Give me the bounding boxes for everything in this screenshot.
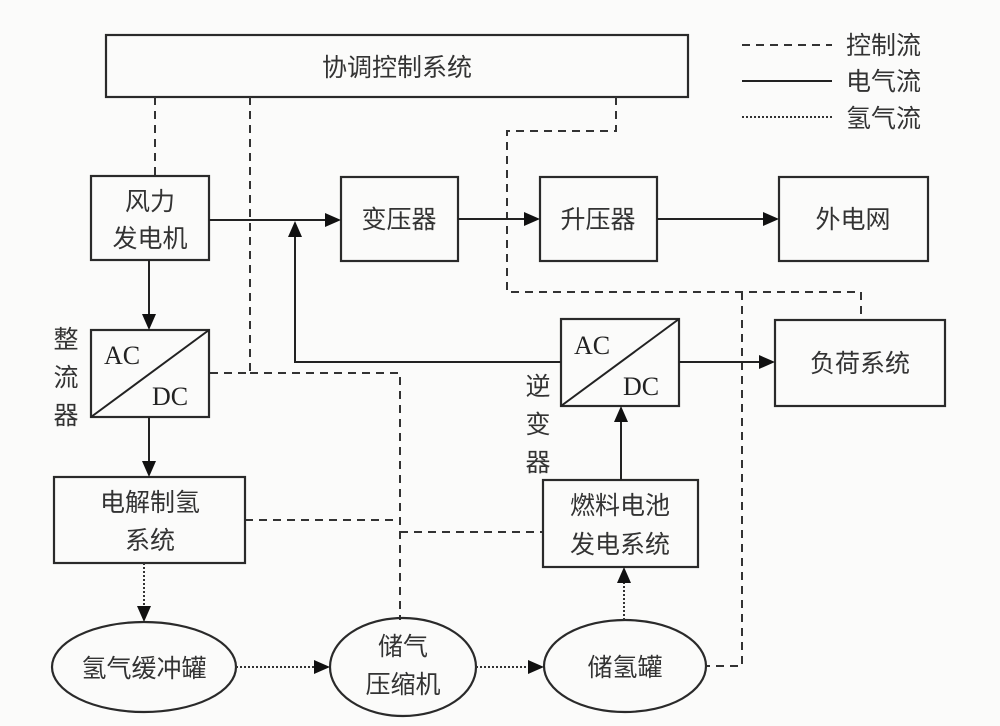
ctrl-line-storage <box>707 292 743 667</box>
arrow-head <box>137 606 151 622</box>
ctrl-line-compressor <box>250 372 401 620</box>
control-system-box <box>104 33 690 99</box>
electrolysis-label-2: 系统 <box>125 526 175 555</box>
ctrl-line-load <box>506 97 862 320</box>
legend-hydrogen-label: 氢气流 <box>846 104 921 133</box>
booster-label: 升压器 <box>560 205 635 234</box>
legend-control-label: 控制流 <box>846 31 921 60</box>
compressor-label-2: 压缩机 <box>365 670 440 699</box>
rectifier-dc-label: DC <box>152 382 188 411</box>
rectifier-side-label-2: 流 <box>53 363 78 392</box>
inverter-side-label-1: 逆 <box>525 372 550 401</box>
elec-inverter-to-transformer <box>294 234 561 363</box>
rectifier-diagonal <box>90 329 210 418</box>
fuel-cell-label-1: 燃料电池 <box>570 491 670 520</box>
storage-tank-label: 储氢罐 <box>587 653 662 682</box>
external-grid-label: 外电网 <box>815 205 890 234</box>
inverter-ac-label: AC <box>574 331 610 360</box>
ctrl-line-rectifier <box>209 97 251 374</box>
fuel-cell-label-2: 发电系统 <box>570 530 670 559</box>
compressor-label-1: 储气 <box>378 632 428 661</box>
arrow-head <box>142 314 156 330</box>
arrow-head <box>314 660 330 674</box>
arrow-head <box>288 221 302 237</box>
electrolysis-box <box>52 475 247 565</box>
transformer-label: 变压器 <box>361 205 436 234</box>
inverter-side-label-3: 器 <box>525 448 550 477</box>
arrow-head <box>524 212 540 226</box>
arrow-head <box>614 406 628 422</box>
wind-generator-label-1: 风力 <box>125 187 175 216</box>
rectifier-ac-label: AC <box>104 341 140 370</box>
electrolysis-label-1: 电解制氢 <box>100 488 200 517</box>
arrow-head <box>325 213 341 227</box>
arrow-head <box>763 212 779 226</box>
load-system-label: 负荷系统 <box>810 349 910 378</box>
wind-generator-label-2: 发电机 <box>112 224 187 253</box>
control-system-label: 协调控制系统 <box>322 53 472 82</box>
arrow-head <box>142 461 156 477</box>
inverter-diagonal <box>560 318 680 407</box>
load-system-box <box>773 318 947 408</box>
buffer-tank-label: 氢气缓冲罐 <box>81 654 206 683</box>
rectifier-side-label-1: 整 <box>53 325 78 354</box>
arrow-head <box>528 660 544 674</box>
legend-electric-label: 电气流 <box>846 67 921 96</box>
rectifier-side-label-3: 器 <box>53 401 78 430</box>
arrow-head <box>759 355 775 369</box>
legend: 控制流 电气流 氢气流 <box>742 31 921 133</box>
inverter-dc-label: DC <box>623 372 659 401</box>
inverter-side-label-2: 变 <box>525 410 550 439</box>
arrow-head <box>617 567 631 583</box>
